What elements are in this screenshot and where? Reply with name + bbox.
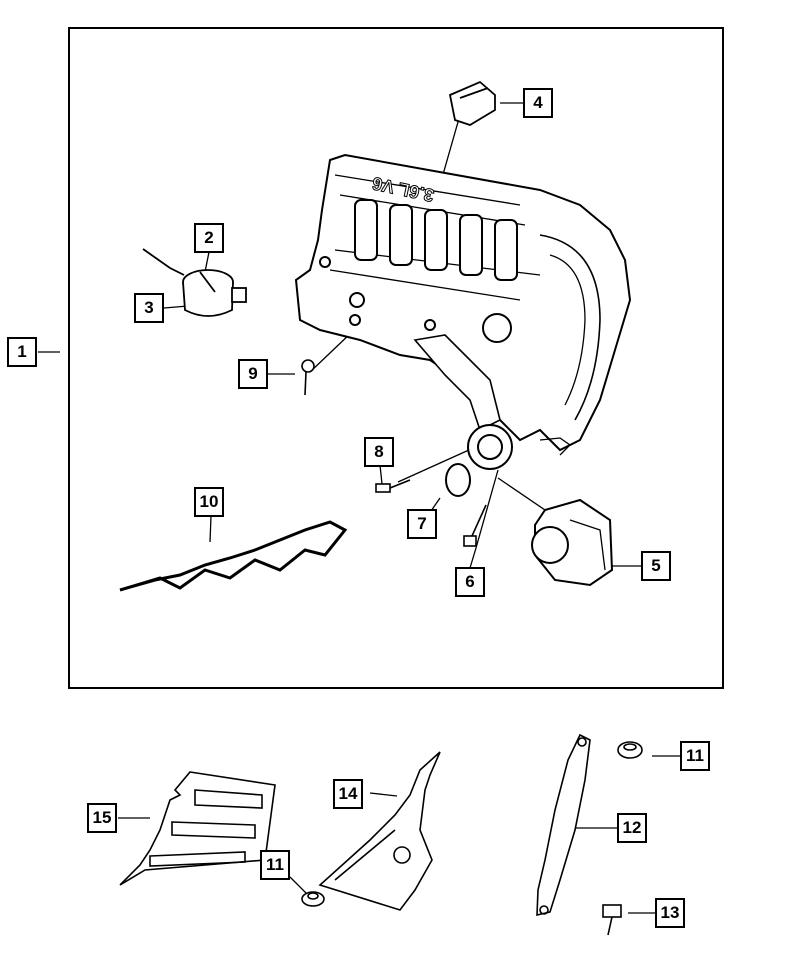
nut-11b-part <box>617 741 643 759</box>
intake-manifold <box>294 153 632 470</box>
connector-part <box>448 80 496 126</box>
assembly-frame <box>68 27 724 689</box>
gasket-part <box>119 520 348 592</box>
bolt-6-part <box>463 504 487 547</box>
throttle-body-part <box>531 498 614 587</box>
callout-9: 9 <box>238 359 268 389</box>
oring-part <box>445 463 471 497</box>
stud-8-part <box>375 479 411 493</box>
support-strap-part <box>536 733 591 917</box>
callout-13: 13 <box>655 898 685 928</box>
callout-11-lower: 11 <box>260 850 290 880</box>
bolt-13-part <box>602 904 622 936</box>
callout-14: 14 <box>333 779 363 809</box>
callout-8: 8 <box>364 437 394 467</box>
bolt-9-part <box>301 359 315 396</box>
callout-3: 3 <box>134 293 164 323</box>
callout-6: 6 <box>455 567 485 597</box>
callout-5: 5 <box>641 551 671 581</box>
callout-4: 4 <box>523 88 553 118</box>
callout-7: 7 <box>407 509 437 539</box>
callout-2: 2 <box>194 223 224 253</box>
bracket-14-part <box>318 751 441 911</box>
callout-11-upper: 11 <box>680 741 710 771</box>
sensor-part <box>142 248 247 317</box>
callout-12: 12 <box>617 813 647 843</box>
nut-11a-part <box>301 891 325 907</box>
callout-15: 15 <box>87 803 117 833</box>
callout-1: 1 <box>7 337 37 367</box>
callout-10: 10 <box>194 487 224 517</box>
heat-shield-part <box>119 771 276 886</box>
